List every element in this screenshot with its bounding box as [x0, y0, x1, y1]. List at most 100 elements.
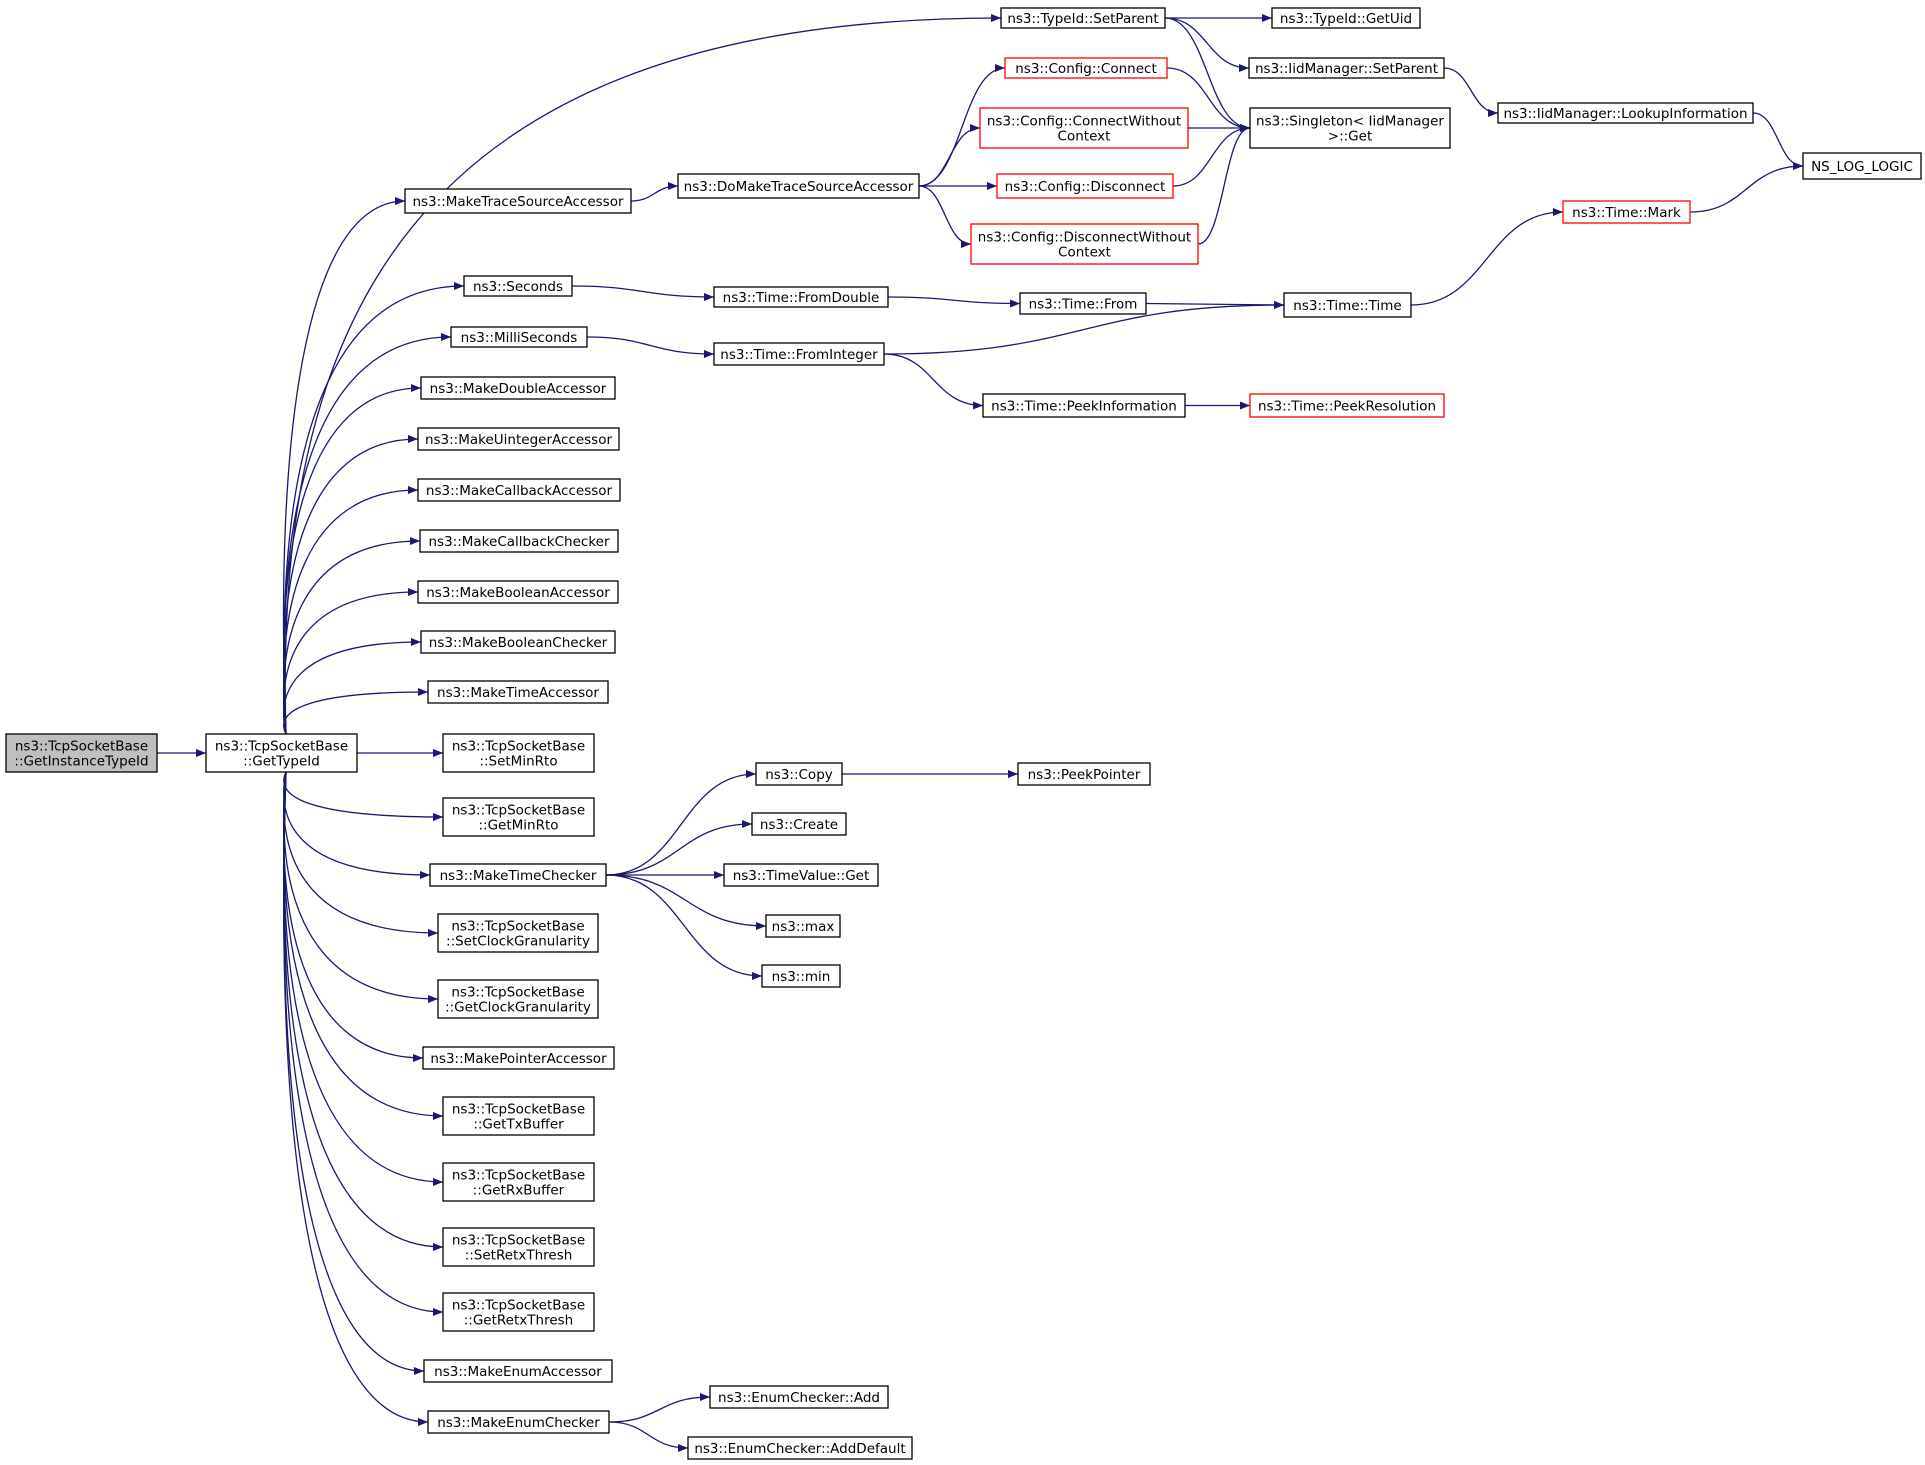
node-box-peekres	[1249, 393, 1445, 418]
node-box-frominteger	[713, 342, 885, 366]
node-box-cfgconnectwc	[979, 107, 1189, 149]
node-box-getclock	[437, 979, 599, 1019]
node-milliseconds[interactable]: ns3::MilliSeconds	[450, 326, 588, 348]
edge-seconds-to-fromdouble	[571, 285, 715, 301]
node-max[interactable]: ns3::max	[765, 914, 841, 938]
node-lookup[interactable]: ns3::IidManager::LookupInformation	[1497, 102, 1754, 124]
node-setparent[interactable]: ns3::TypeId::SetParent	[1000, 7, 1166, 29]
edge-maketrace-to-domaketrace	[630, 182, 679, 202]
node-cfgconnect[interactable]: ns3::Config::Connect	[1004, 57, 1168, 79]
node-label-makeboolchk-0: ns3::MakeBooleanChecker	[429, 635, 608, 651]
node-makedouble[interactable]: ns3::MakeDoubleAccessor	[420, 376, 616, 400]
node-makeboolchk[interactable]: ns3::MakeBooleanChecker	[420, 630, 616, 654]
node-gettypeid[interactable]: ns3::TcpSocketBase::GetTypeId	[205, 733, 358, 773]
node-box-create	[751, 812, 847, 836]
node-copy[interactable]: ns3::Copy	[755, 762, 843, 786]
node-label-setminrto-0: ns3::TcpSocketBase	[452, 739, 585, 755]
node-box-getminrto	[442, 797, 595, 837]
node-fromdouble[interactable]: ns3::Time::FromDouble	[713, 286, 889, 308]
node-timefrom[interactable]: ns3::Time::From	[1019, 292, 1147, 315]
edge-milliseconds-to-frominteger	[586, 336, 715, 358]
node-box-setretx	[442, 1227, 595, 1267]
node-maketrace[interactable]: ns3::MakeTraceSourceAccessor	[404, 188, 632, 214]
node-singleton[interactable]: ns3::Singleton< IidManager >::Get	[1249, 107, 1451, 149]
node-label-makecallbackchk-0: ns3::MakeCallbackChecker	[428, 534, 609, 550]
node-gettxbuf[interactable]: ns3::TcpSocketBase::GetTxBuffer	[442, 1096, 595, 1136]
node-min[interactable]: ns3::min	[761, 964, 841, 988]
node-makecallbackacc[interactable]: ns3::MakeCallbackAccessor	[417, 478, 621, 502]
node-setretx[interactable]: ns3::TcpSocketBase::SetRetxThresh	[442, 1227, 595, 1267]
node-peekinfo[interactable]: ns3::Time::PeekInformation	[982, 393, 1186, 418]
node-makepointer[interactable]: ns3::MakePointerAccessor	[422, 1046, 615, 1070]
node-makeenumchk[interactable]: ns3::MakeEnumChecker	[427, 1410, 610, 1434]
node-nslog[interactable]: NS_LOG_LOGIC	[1802, 152, 1922, 180]
node-root[interactable]: ns3::TcpSocketBase::GetInstanceTypeId	[5, 733, 158, 773]
node-timetime[interactable]: ns3::Time::Time	[1283, 292, 1412, 318]
node-frominteger[interactable]: ns3::Time::FromInteger	[713, 342, 885, 366]
node-peekpointer[interactable]: ns3::PeekPointer	[1017, 762, 1151, 786]
node-label-gettypeid-0: ns3::TcpSocketBase	[215, 739, 348, 755]
node-enumadd[interactable]: ns3::EnumChecker::Add	[709, 1385, 889, 1409]
node-label-cfgdisconnectwc-0: ns3::Config::DisconnectWithout	[978, 230, 1191, 246]
edge-gettypeid-to-maketimeacc	[283, 688, 429, 735]
node-box-getretx	[442, 1292, 595, 1332]
node-peekres[interactable]: ns3::Time::PeekResolution	[1249, 393, 1445, 418]
node-setminrto[interactable]: ns3::TcpSocketBase::SetMinRto	[442, 733, 595, 773]
node-box-maketrace	[404, 188, 632, 214]
node-label-iidsetparent-0: ns3::IidManager::SetParent	[1255, 61, 1438, 77]
node-makecallbackchk[interactable]: ns3::MakeCallbackChecker	[419, 529, 619, 553]
node-label-min-0: ns3::min	[772, 969, 831, 985]
node-makeuinteger[interactable]: ns3::MakeUintegerAccessor	[417, 427, 620, 451]
node-label-getminrto-0: ns3::TcpSocketBase	[452, 803, 585, 819]
node-label-peekpointer-0: ns3::PeekPointer	[1028, 767, 1141, 783]
node-getminrto[interactable]: ns3::TcpSocketBase::GetMinRto	[442, 797, 595, 837]
node-label-setclock-0: ns3::TcpSocketBase	[451, 919, 584, 935]
node-label-nslog-0: NS_LOG_LOGIC	[1811, 159, 1913, 175]
node-box-singleton	[1249, 107, 1451, 149]
node-domaketrace[interactable]: ns3::DoMakeTraceSourceAccessor	[677, 173, 920, 199]
node-box-fromdouble	[713, 286, 889, 308]
node-label-maketimeacc-0: ns3::MakeTimeAccessor	[437, 685, 599, 701]
node-cfgdisconnect[interactable]: ns3::Config::Disconnect	[996, 173, 1174, 199]
node-getclock[interactable]: ns3::TcpSocketBase::GetClockGranularity	[437, 979, 599, 1019]
node-box-peekinfo	[982, 393, 1186, 418]
edge-timetime-to-timemark	[1410, 208, 1564, 306]
node-getuid[interactable]: ns3::TypeId::GetUid	[1271, 7, 1421, 29]
node-label-gettypeid-1: ::GetTypeId	[243, 754, 320, 770]
node-makeenumacc[interactable]: ns3::MakeEnumAccessor	[423, 1359, 613, 1383]
edge-setparent-to-singleton	[1164, 17, 1251, 132]
node-label-gettxbuf-0: ns3::TcpSocketBase	[452, 1102, 585, 1118]
node-maketimeacc[interactable]: ns3::MakeTimeAccessor	[427, 680, 609, 704]
edges-layer	[157, 14, 1804, 1452]
node-box-max	[765, 914, 841, 938]
node-label-setretx-1: ::SetRetxThresh	[465, 1248, 573, 1264]
node-iidsetparent[interactable]: ns3::IidManager::SetParent	[1248, 57, 1445, 79]
edge-gettypeid-to-gettxbuf	[283, 771, 444, 1120]
node-timevalueget[interactable]: ns3::TimeValue::Get	[723, 863, 879, 887]
node-timemark[interactable]: ns3::Time::Mark	[1562, 200, 1691, 224]
node-box-setparent	[1000, 7, 1166, 29]
node-label-singleton-0: ns3::Singleton< IidManager	[1256, 114, 1444, 130]
edge-gettypeid-to-seconds	[283, 282, 465, 735]
node-label-timefrom-0: ns3::Time::From	[1029, 297, 1138, 313]
node-seconds[interactable]: ns3::Seconds	[463, 275, 573, 297]
node-label-getretx-1: ::GetRetxThresh	[464, 1313, 573, 1329]
node-getrxbuf[interactable]: ns3::TcpSocketBase::GetRxBuffer	[442, 1162, 595, 1202]
node-box-maketimechk	[429, 863, 607, 887]
node-create[interactable]: ns3::Create	[751, 812, 847, 836]
node-getretx[interactable]: ns3::TcpSocketBase::GetRetxThresh	[442, 1292, 595, 1332]
node-makeboolacc[interactable]: ns3::MakeBooleanAccessor	[417, 580, 619, 604]
node-box-root	[5, 733, 158, 773]
node-label-getminrto-1: ::GetMinRto	[478, 818, 558, 834]
edge-makeenumchk-to-enumadddefault	[608, 1421, 689, 1452]
node-label-getrxbuf-0: ns3::TcpSocketBase	[452, 1168, 585, 1184]
node-maketimechk[interactable]: ns3::MakeTimeChecker	[429, 863, 607, 887]
node-label-getclock-1: ::GetClockGranularity	[445, 1000, 591, 1016]
node-label-cfgdisconnectwc-1: Context	[1058, 245, 1111, 261]
node-box-makeboolchk	[420, 630, 616, 654]
node-setclock[interactable]: ns3::TcpSocketBase::SetClockGranularity	[437, 913, 599, 953]
node-enumadddefault[interactable]: ns3::EnumChecker::AddDefault	[687, 1436, 913, 1460]
edge-gettypeid-to-makeuinteger	[282, 435, 419, 735]
